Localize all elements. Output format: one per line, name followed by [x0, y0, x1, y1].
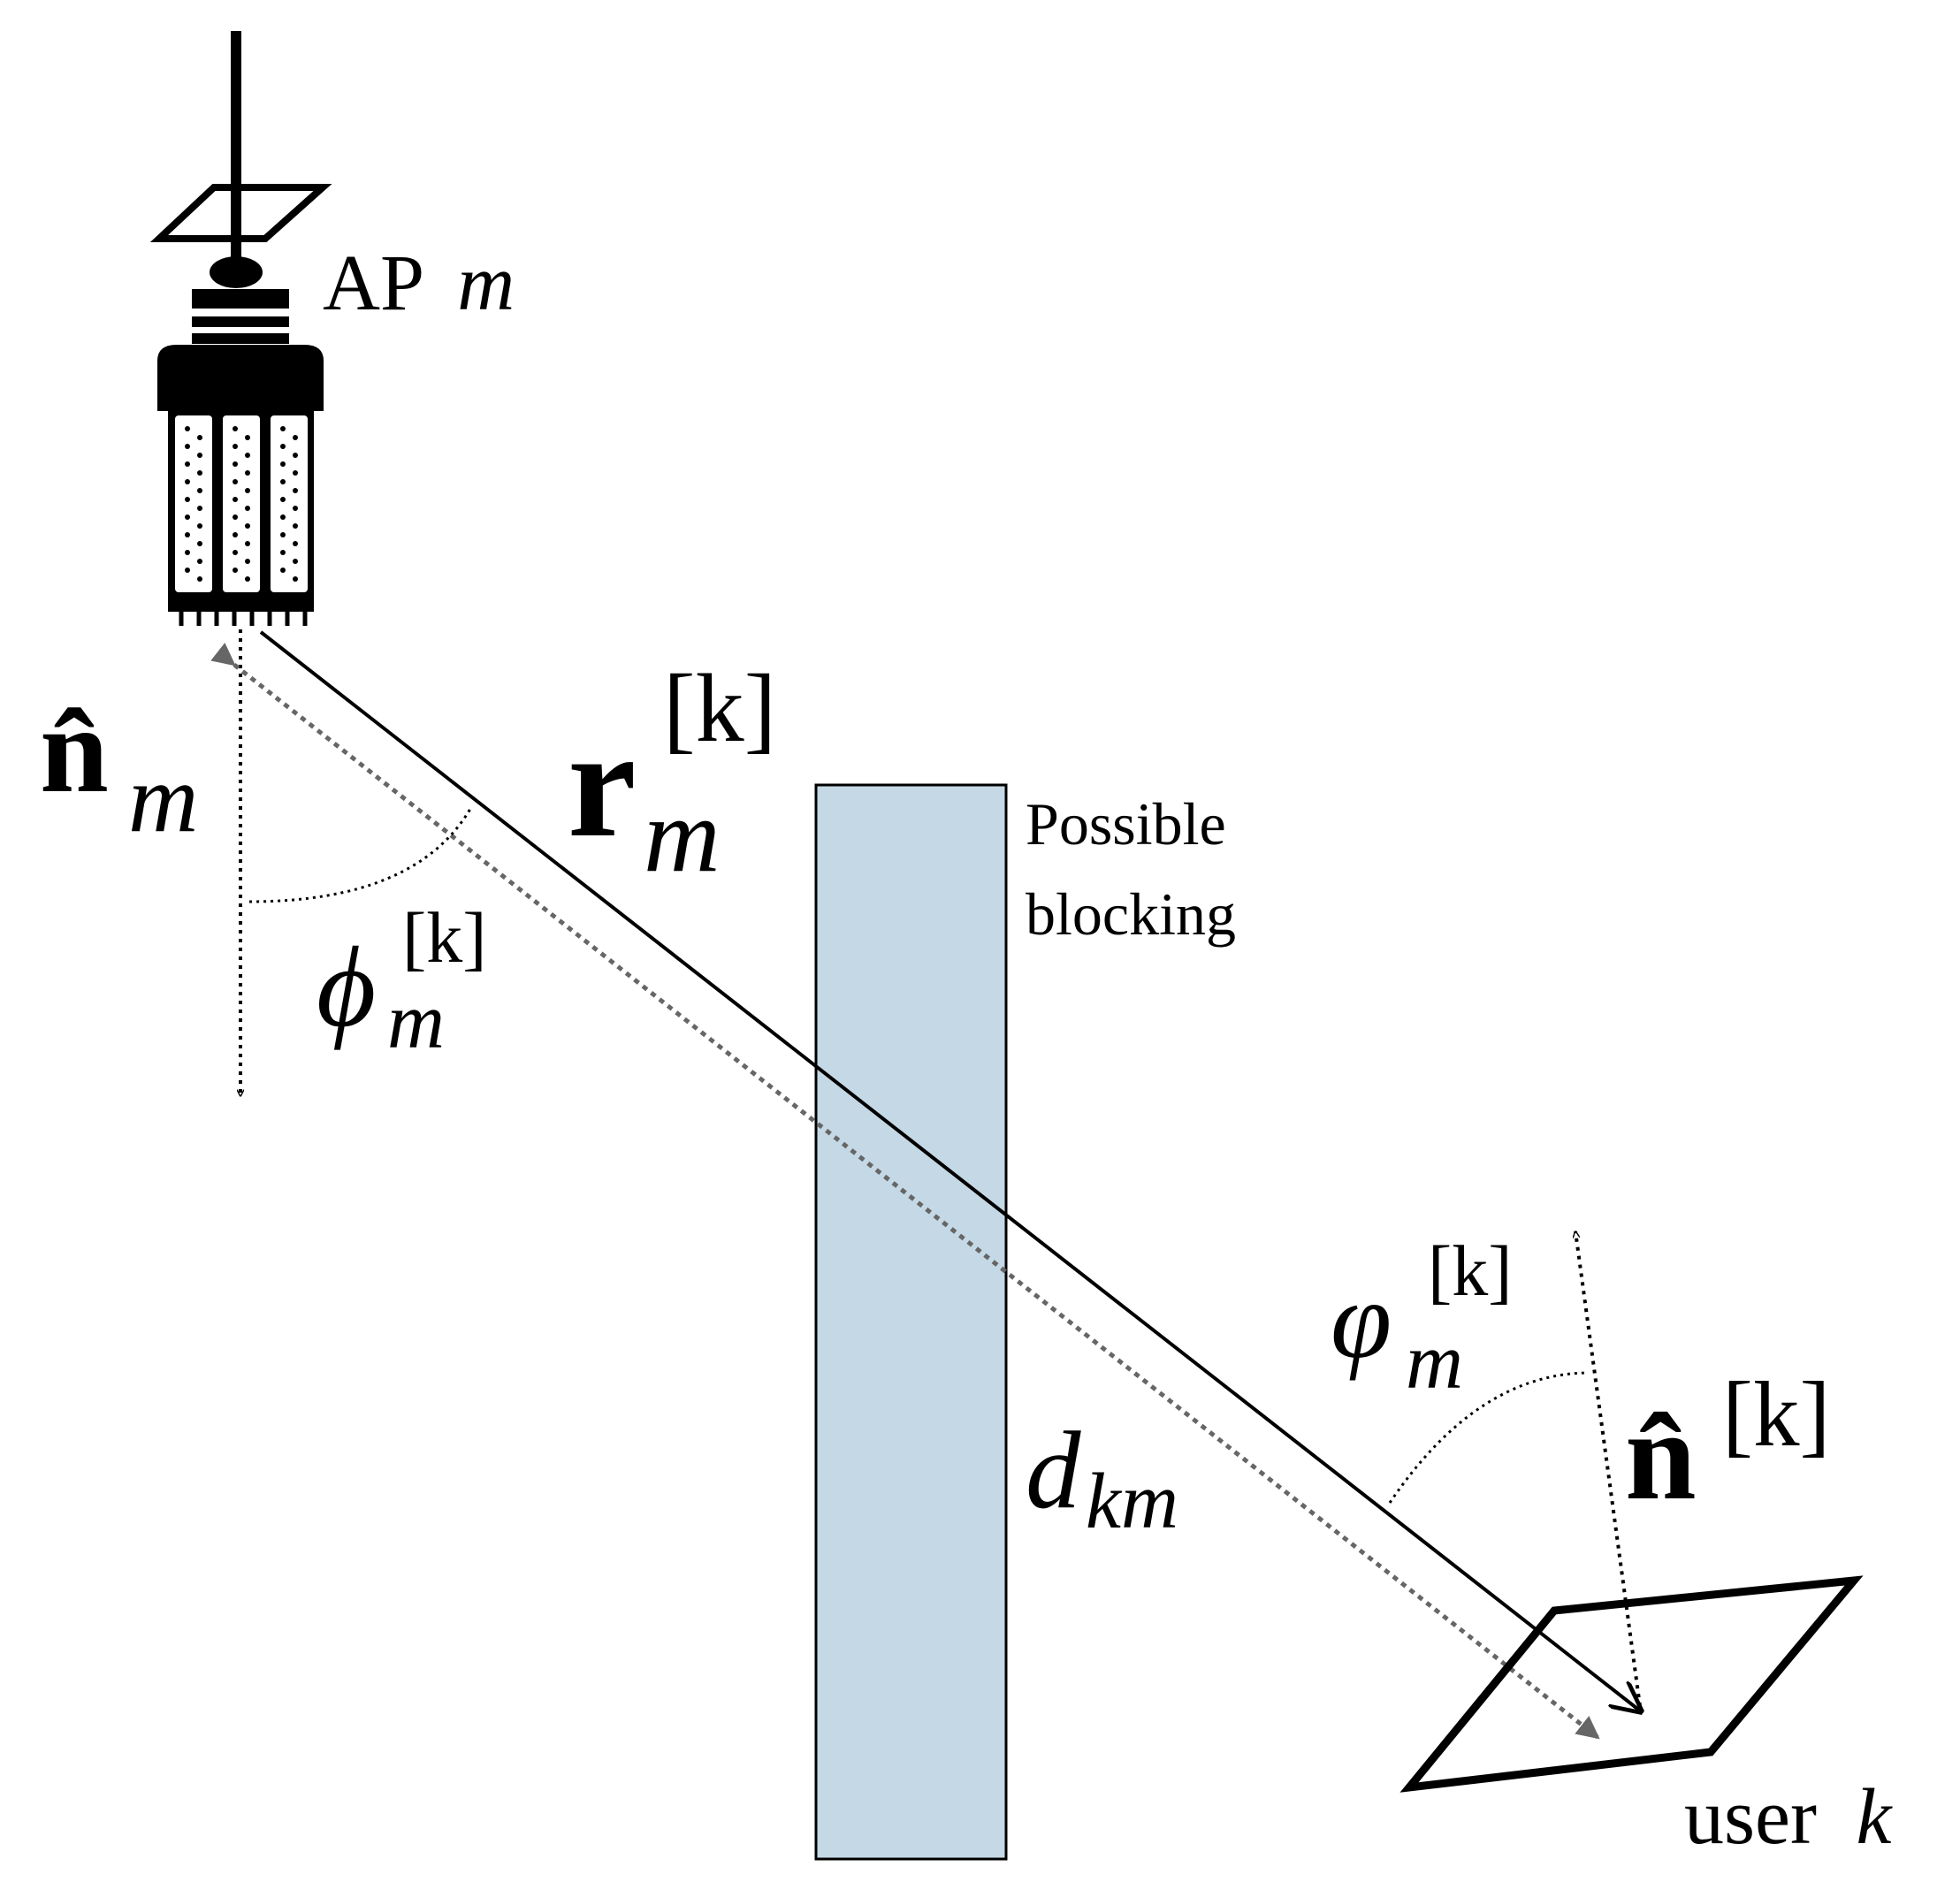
ap-lamp-icon	[149, 31, 332, 626]
incidence-angle-arc	[1388, 1371, 1588, 1504]
irradiance-angle-label: ϕ [k] m	[316, 897, 491, 1065]
ap-normal-label: n̂ m	[40, 682, 198, 852]
blocking-label: Possible blocking	[1026, 790, 1241, 948]
user-label: user k	[1684, 1773, 1893, 1861]
blocking-obstacle	[814, 783, 1008, 1861]
user-receiver-plane	[1399, 1575, 1864, 1793]
direction-vector-label: r [k] m	[568, 654, 780, 894]
ap-label: AP m	[323, 240, 515, 327]
distance-arrow	[210, 643, 1600, 1740]
user-normal-arrow	[1575, 1231, 1642, 1707]
incidence-angle-label: φ [k] m	[1331, 1231, 1516, 1406]
distance-label: d km	[1026, 1410, 1178, 1545]
user-normal-label: n̂ [k]	[1625, 1362, 1830, 1527]
